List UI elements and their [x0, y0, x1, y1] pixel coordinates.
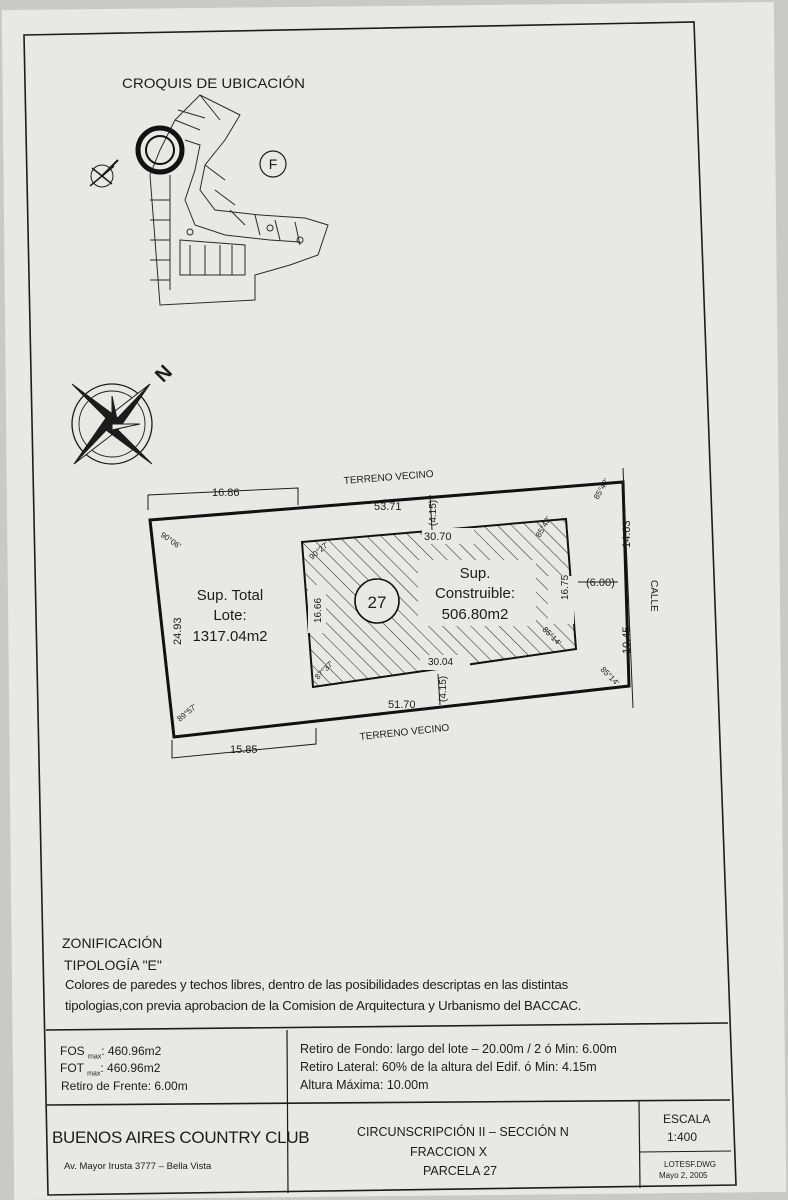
angle-top-left: 90°06' [159, 530, 183, 551]
max-height: Altura Máxima: 10.00m [300, 1078, 429, 1092]
street-line [622, 467, 634, 709]
front-setback: Retiro de Frente: 6.00m [61, 1079, 188, 1093]
drawing-frame [23, 21, 737, 1196]
fot-row: FOT max: 460.96m2 [60, 1061, 160, 1077]
small-compass-icon [89, 159, 119, 188]
fot-label: FOT [60, 1061, 84, 1075]
fos-value: : 460.96m2 [101, 1044, 162, 1058]
title-line1: CIRCUNSCRIPCIÓN II – SECCIÓN N [357, 1125, 569, 1139]
sector-circle [259, 150, 287, 178]
dim-line-top-offset [147, 487, 299, 510]
dim-right-upper: 14.63 [621, 520, 633, 548]
lot-number: 27 [368, 593, 387, 612]
location-sketch-title: CROQUIS DE UBICACIÓN [122, 75, 305, 91]
title-line2: FRACCION X [410, 1145, 488, 1159]
dim-top-length: 53.71 [374, 501, 402, 513]
side-setback: Retiro Lateral: 60% de la altura del Edi… [300, 1060, 597, 1074]
dim-inner-bottom: 30.04 [428, 657, 453, 668]
dim-line-bottom-offset [171, 728, 317, 759]
lot-number-circle [354, 578, 400, 624]
scale-value: 1:400 [667, 1130, 698, 1144]
zoning-typology: TIPOLOGÍA "E" [64, 957, 162, 973]
club-name: BUENOS AIRES COUNTRY CLUB [52, 1128, 310, 1147]
fos-label: FOS [60, 1044, 85, 1058]
dim-inner-left: 16.66 [313, 598, 324, 623]
total-area-value: 1317.04m2 [192, 628, 267, 645]
dim-left-side: 24.93 [172, 617, 184, 645]
zoning-text-line1: Colores de paredes y techos libres, dent… [65, 977, 568, 992]
club-address: Av. Mayor Irusta 3777 – Bella Vista [64, 1161, 212, 1172]
fos-sub: max [88, 1053, 102, 1061]
dim-inner-right: 16.75 [560, 575, 571, 600]
fot-sub: max [87, 1070, 101, 1078]
fos-row: FOS max: 460.96m2 [60, 1044, 161, 1060]
buildable-line1: Sup. [460, 565, 491, 582]
buildable-line2: Construible: [435, 585, 515, 602]
title-line3: PARCELA 27 [423, 1164, 498, 1178]
dim-bottom-offset: 15.85 [230, 744, 258, 756]
dim-bottom-length: 51.70 [388, 699, 416, 711]
dim-bottom-setback: (4.15) [438, 676, 449, 702]
rear-setback: Retiro de Fondo: largo del lote – 20.00m… [300, 1042, 617, 1056]
dim-right-lower: 10.45 [621, 626, 633, 654]
scale-label: ESCALA [663, 1112, 711, 1126]
angle-bottom-left: 89°57' [176, 702, 199, 724]
north-label: N [151, 361, 177, 387]
title-block-grid [45, 1022, 732, 1194]
file-date: Mayo 2, 2005 [659, 1171, 708, 1180]
zoning-text-line2: tipologias,con previa aprobacion de la C… [65, 998, 582, 1013]
zoning-title: ZONIFICACIÓN [62, 935, 163, 951]
lot-outline [148, 480, 631, 739]
street-label: CALLE [648, 580, 659, 612]
neighbor-bottom-label: TERRENO VECINO [359, 723, 450, 743]
neighbor-top-label: TERRENO VECINO [343, 469, 434, 487]
sector-label: F [269, 156, 278, 172]
buildable-value: 506.80m2 [442, 606, 509, 623]
total-area-line1: Sup. Total [197, 587, 263, 604]
north-compass-icon [71, 383, 153, 465]
dim-front-setback: (6.00) [586, 577, 615, 589]
angle-bottom-right: 85°14' [599, 665, 622, 688]
dim-top-offset: 16.86 [212, 487, 240, 499]
file-name: LOTESF.DWG [664, 1160, 717, 1169]
dim-inner-top: 30.70 [424, 531, 452, 543]
total-area-line2: Lote: [213, 607, 246, 624]
dim-top-setback: (4.15) [428, 500, 439, 526]
fot-value: : 460.96m2 [100, 1061, 161, 1075]
angle-top-right: 85°42' [592, 477, 611, 501]
location-map [135, 94, 329, 306]
